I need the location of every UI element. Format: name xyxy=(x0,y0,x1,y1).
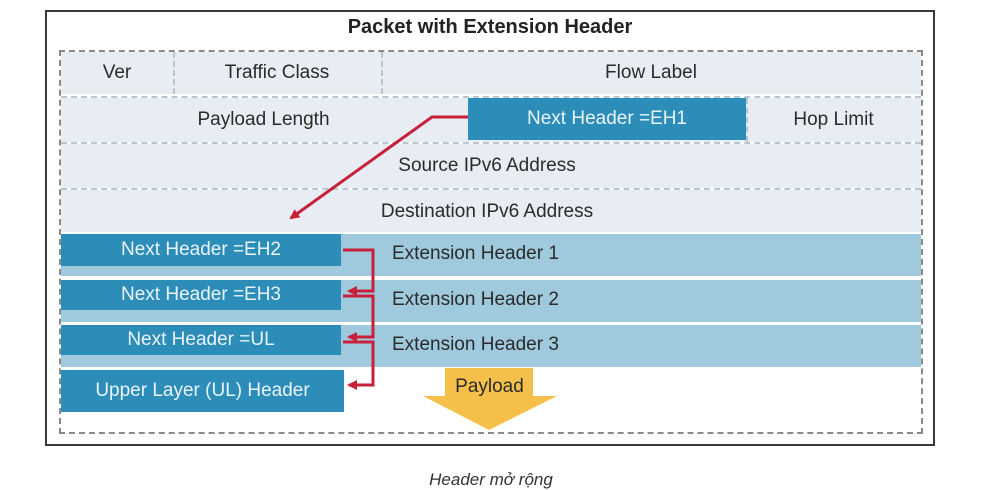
row-divider xyxy=(61,142,921,144)
next-header-eh2: Next Header =EH2 xyxy=(61,234,341,266)
upper-layer-header: Upper Layer (UL) Header xyxy=(61,370,344,412)
arrows-overlay xyxy=(289,115,557,430)
payload-label: Payload xyxy=(455,376,524,397)
ipv6-row-4 xyxy=(61,190,921,232)
pointer-arrow-eh2 xyxy=(343,248,375,296)
next-header-eh3: Next Header =EH3 xyxy=(61,280,341,310)
payload-length-field: Payload Length xyxy=(197,109,330,130)
extension-header-2-label: Extension Header 2 xyxy=(392,289,559,310)
ipv6-row-1 xyxy=(61,52,921,94)
packet-diagram: Packet with Extension Header Ver Traffic… xyxy=(45,10,935,446)
divider xyxy=(746,98,748,142)
divider xyxy=(381,52,383,94)
pointer-arrow-ul xyxy=(343,340,375,390)
ver-field: Ver xyxy=(102,62,132,83)
pointer-arrow-eh3 xyxy=(343,294,375,342)
ipv6-row-3 xyxy=(61,144,921,188)
row-divider xyxy=(61,188,921,190)
destination-address-field: Destination IPv6 Address xyxy=(380,201,594,222)
diagram-title: Packet with Extension Header xyxy=(347,16,633,38)
traffic-class-field: Traffic Class xyxy=(224,62,330,83)
divider xyxy=(173,52,175,94)
source-address-field: Source IPv6 Address xyxy=(398,155,576,176)
extension-header-3-label: Extension Header 3 xyxy=(392,334,559,355)
packet-outline xyxy=(59,50,923,434)
pointer-arrow-eh1 xyxy=(289,115,468,220)
next-header-eh1: Next Header =EH1 xyxy=(468,98,746,140)
next-header-ul: Next Header =UL xyxy=(61,325,341,355)
payload-arrow-shape xyxy=(423,368,557,430)
figure-caption: Header mở rộng xyxy=(429,470,553,489)
flow-label-field: Flow Label xyxy=(605,62,697,83)
extension-header-1-label: Extension Header 1 xyxy=(392,243,559,264)
row-divider xyxy=(61,96,921,98)
hop-limit-field: Hop Limit xyxy=(793,109,874,130)
